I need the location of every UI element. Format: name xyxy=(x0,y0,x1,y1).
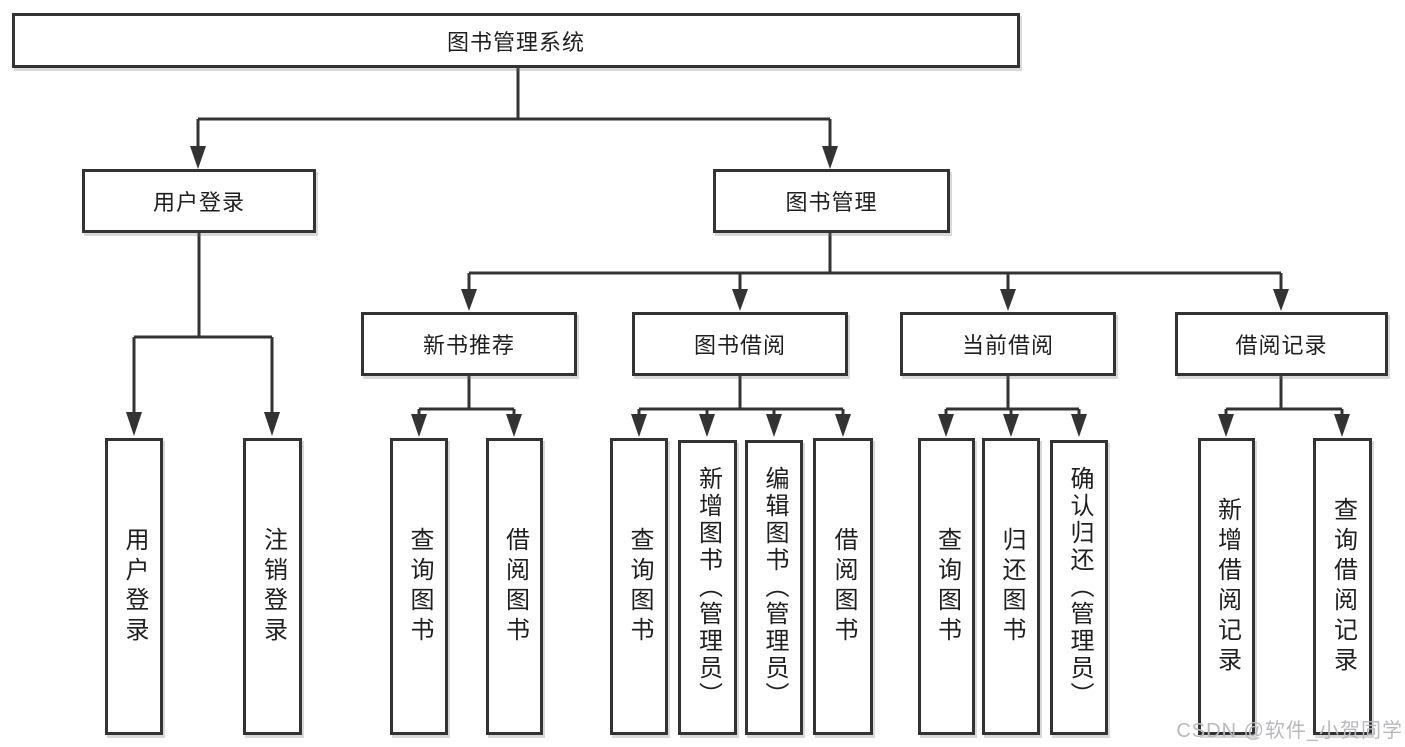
node-library-management-system: 图书管理系统 xyxy=(12,13,1020,68)
watermark: CSDN @软件_小贺同学 xyxy=(1176,720,1403,742)
node-user-login: 用户登录 xyxy=(105,438,163,735)
node-search-books-borrowing: 查询图书 xyxy=(610,438,668,735)
node-borrow-books-borrowing: 借阅图书 xyxy=(813,438,873,735)
node-borrow-books-recommend: 借阅图书 xyxy=(486,438,543,735)
node-new-book-recommendation: 新书推荐 xyxy=(361,312,577,376)
node-search-borrow-record: 查询借阅记录 xyxy=(1313,438,1372,735)
arrowheads xyxy=(126,146,1350,437)
node-borrowing-records: 借阅记录 xyxy=(1175,312,1388,376)
node-add-books-admin: 新增图书（管理员） xyxy=(678,440,737,735)
node-confirm-return-admin: 确认归还（管理员） xyxy=(1050,440,1108,735)
node-current-borrowing: 当前借阅 xyxy=(900,312,1116,376)
node-book-management: 图书管理 xyxy=(713,169,950,233)
node-search-books-current: 查询图书 xyxy=(918,438,975,735)
node-search-books-recommend: 查询图书 xyxy=(390,438,448,735)
node-logout: 注销登录 xyxy=(243,438,302,735)
node-user-login-branch: 用户登录 xyxy=(82,169,316,233)
node-edit-books-admin: 编辑图书（管理员） xyxy=(745,440,803,735)
node-return-books: 归还图书 xyxy=(982,438,1040,735)
node-add-borrow-record: 新增借阅记录 xyxy=(1198,438,1255,735)
node-book-borrowing: 图书借阅 xyxy=(632,312,848,376)
